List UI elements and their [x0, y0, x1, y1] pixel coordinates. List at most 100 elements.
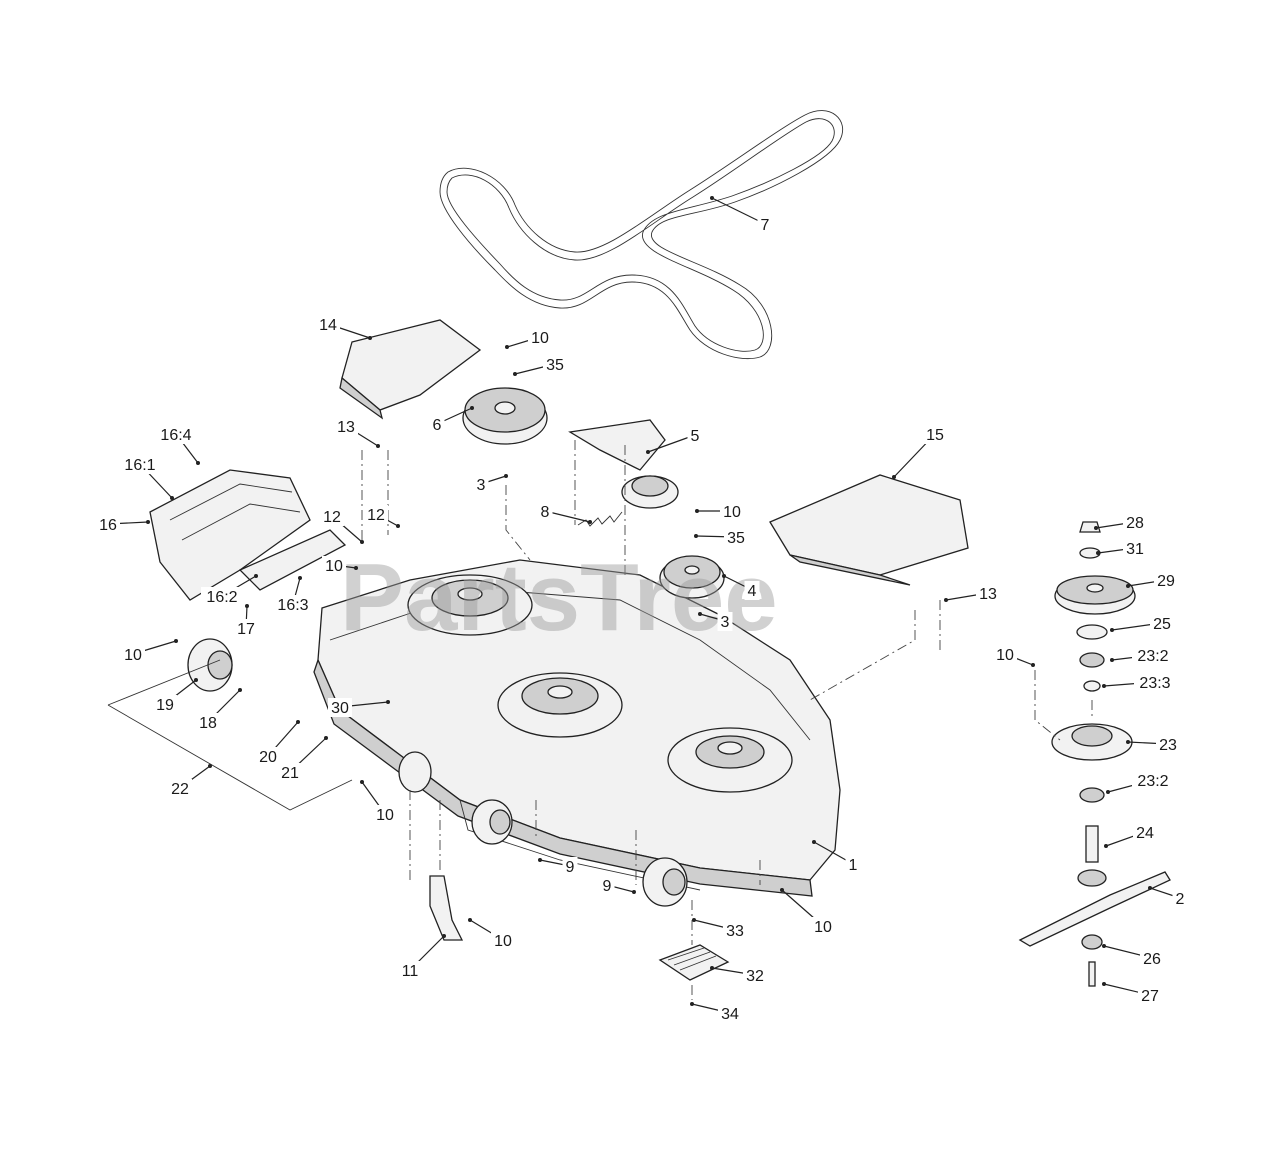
- leader-point: [692, 918, 696, 922]
- spindle-assembly: [1018, 521, 1171, 987]
- callout-label: 5: [691, 428, 700, 445]
- callout-label-bg: [1134, 673, 1176, 692]
- callout-label-bg: [272, 595, 314, 614]
- callout-label: 16:3: [277, 597, 308, 614]
- callout-label: 32: [746, 968, 764, 985]
- callout-2: 2: [1148, 886, 1188, 908]
- callout-15: 15: [892, 425, 947, 479]
- leader-point: [632, 890, 636, 894]
- callout-label-bg: [153, 695, 177, 714]
- callout-7: 7: [710, 196, 773, 234]
- callout-label-bg: [398, 961, 422, 980]
- callout-label: 34: [721, 1006, 739, 1023]
- callout-23-2b: 23:2: [1106, 771, 1174, 794]
- callout-label: 35: [727, 530, 745, 547]
- leader-point: [1106, 790, 1110, 794]
- callout-19: 19: [153, 678, 198, 714]
- baffle-bracket: [429, 875, 464, 941]
- callout-16-3: 16:3: [272, 576, 314, 614]
- callout-label: 12: [323, 509, 341, 526]
- callout-label: 31: [1126, 541, 1144, 558]
- leader-point: [694, 534, 698, 538]
- callout-label-bg: [1132, 771, 1174, 790]
- callout-label: 15: [926, 427, 944, 444]
- callout-label-bg: [562, 857, 578, 876]
- callout-24: 24: [1104, 823, 1157, 848]
- leader-point: [1148, 886, 1152, 890]
- deck-spindle-right: [667, 727, 793, 793]
- callout-6: 6: [429, 406, 474, 434]
- callout-label-bg: [121, 645, 145, 664]
- leader-point: [174, 639, 178, 643]
- callout-label-bg: [96, 515, 120, 534]
- callout-label-bg: [743, 966, 767, 985]
- anti-scalp-wheels: [398, 751, 688, 907]
- callout-label: 20: [259, 749, 277, 766]
- idler-pulley-4: [659, 555, 725, 599]
- callout-12b: 12: [364, 505, 400, 528]
- leader-point: [386, 700, 390, 704]
- callout-label: 14: [319, 317, 337, 334]
- leader-point: [892, 475, 896, 479]
- callout-label-bg: [718, 1004, 742, 1023]
- callout-label: 10: [376, 807, 394, 824]
- callout-29: 29: [1126, 571, 1178, 590]
- callout-label: 16: [99, 517, 117, 534]
- callout-10g: 10: [780, 888, 835, 936]
- callout-label: 10: [996, 647, 1014, 664]
- callout-label: 23: [1159, 737, 1177, 754]
- callout-28: 28: [1094, 513, 1147, 532]
- callout-label: 29: [1157, 573, 1175, 590]
- leader-point: [376, 444, 380, 448]
- callout-label: 16:1: [124, 457, 155, 474]
- callout-label-bg: [543, 355, 567, 374]
- leader-point: [468, 918, 472, 922]
- callout-label-bg: [322, 556, 346, 575]
- arm-assembly: [238, 529, 347, 591]
- leader-point: [296, 720, 300, 724]
- callout-16-2: 16:2: [201, 574, 258, 606]
- belt-cover-left: [339, 319, 482, 420]
- callout-label: 10: [531, 330, 549, 347]
- leader-point: [710, 966, 714, 970]
- callout-label-bg: [155, 425, 197, 444]
- callout-label-bg: [334, 417, 358, 436]
- leader-point: [238, 688, 242, 692]
- callout-35b: 35: [694, 528, 748, 547]
- callout-label: 23:3: [1139, 675, 1170, 692]
- callout-label-bg: [320, 507, 344, 526]
- callout-30: 30: [328, 698, 390, 717]
- callout-label-bg: [599, 876, 615, 895]
- callout-label-bg: [201, 587, 243, 606]
- callout-label: 17: [237, 621, 255, 638]
- leader-point: [360, 780, 364, 784]
- callout-label: 1: [849, 857, 858, 874]
- leader-point: [368, 336, 372, 340]
- leader-point: [698, 612, 702, 616]
- callout-label-bg: [717, 612, 733, 631]
- callout-label: 33: [726, 923, 744, 940]
- callout-label-bg: [278, 763, 302, 782]
- callout-10d: 10: [121, 639, 178, 664]
- callout-10c: 10: [322, 556, 358, 575]
- callout-label-bg: [119, 455, 161, 474]
- leader-point: [170, 496, 174, 500]
- assembly-guide-lines: [107, 440, 1093, 1000]
- callout-label: 18: [199, 715, 217, 732]
- callout-label-bg: [1123, 513, 1147, 532]
- callout-label-bg: [993, 645, 1017, 664]
- leader-point: [513, 372, 517, 376]
- callout-27: 27: [1102, 982, 1162, 1005]
- callout-label: 10: [814, 919, 832, 936]
- callout-10b: 10: [695, 502, 744, 521]
- callout-12a: 12: [320, 507, 364, 544]
- leader-point: [710, 196, 714, 200]
- leader-point: [722, 574, 726, 578]
- callout-26: 26: [1102, 944, 1164, 968]
- leader-point: [254, 574, 258, 578]
- leader-line: [711, 197, 766, 225]
- callout-label: 16:2: [206, 589, 237, 606]
- leader-point: [1096, 551, 1100, 555]
- callout-label: 4: [748, 583, 757, 600]
